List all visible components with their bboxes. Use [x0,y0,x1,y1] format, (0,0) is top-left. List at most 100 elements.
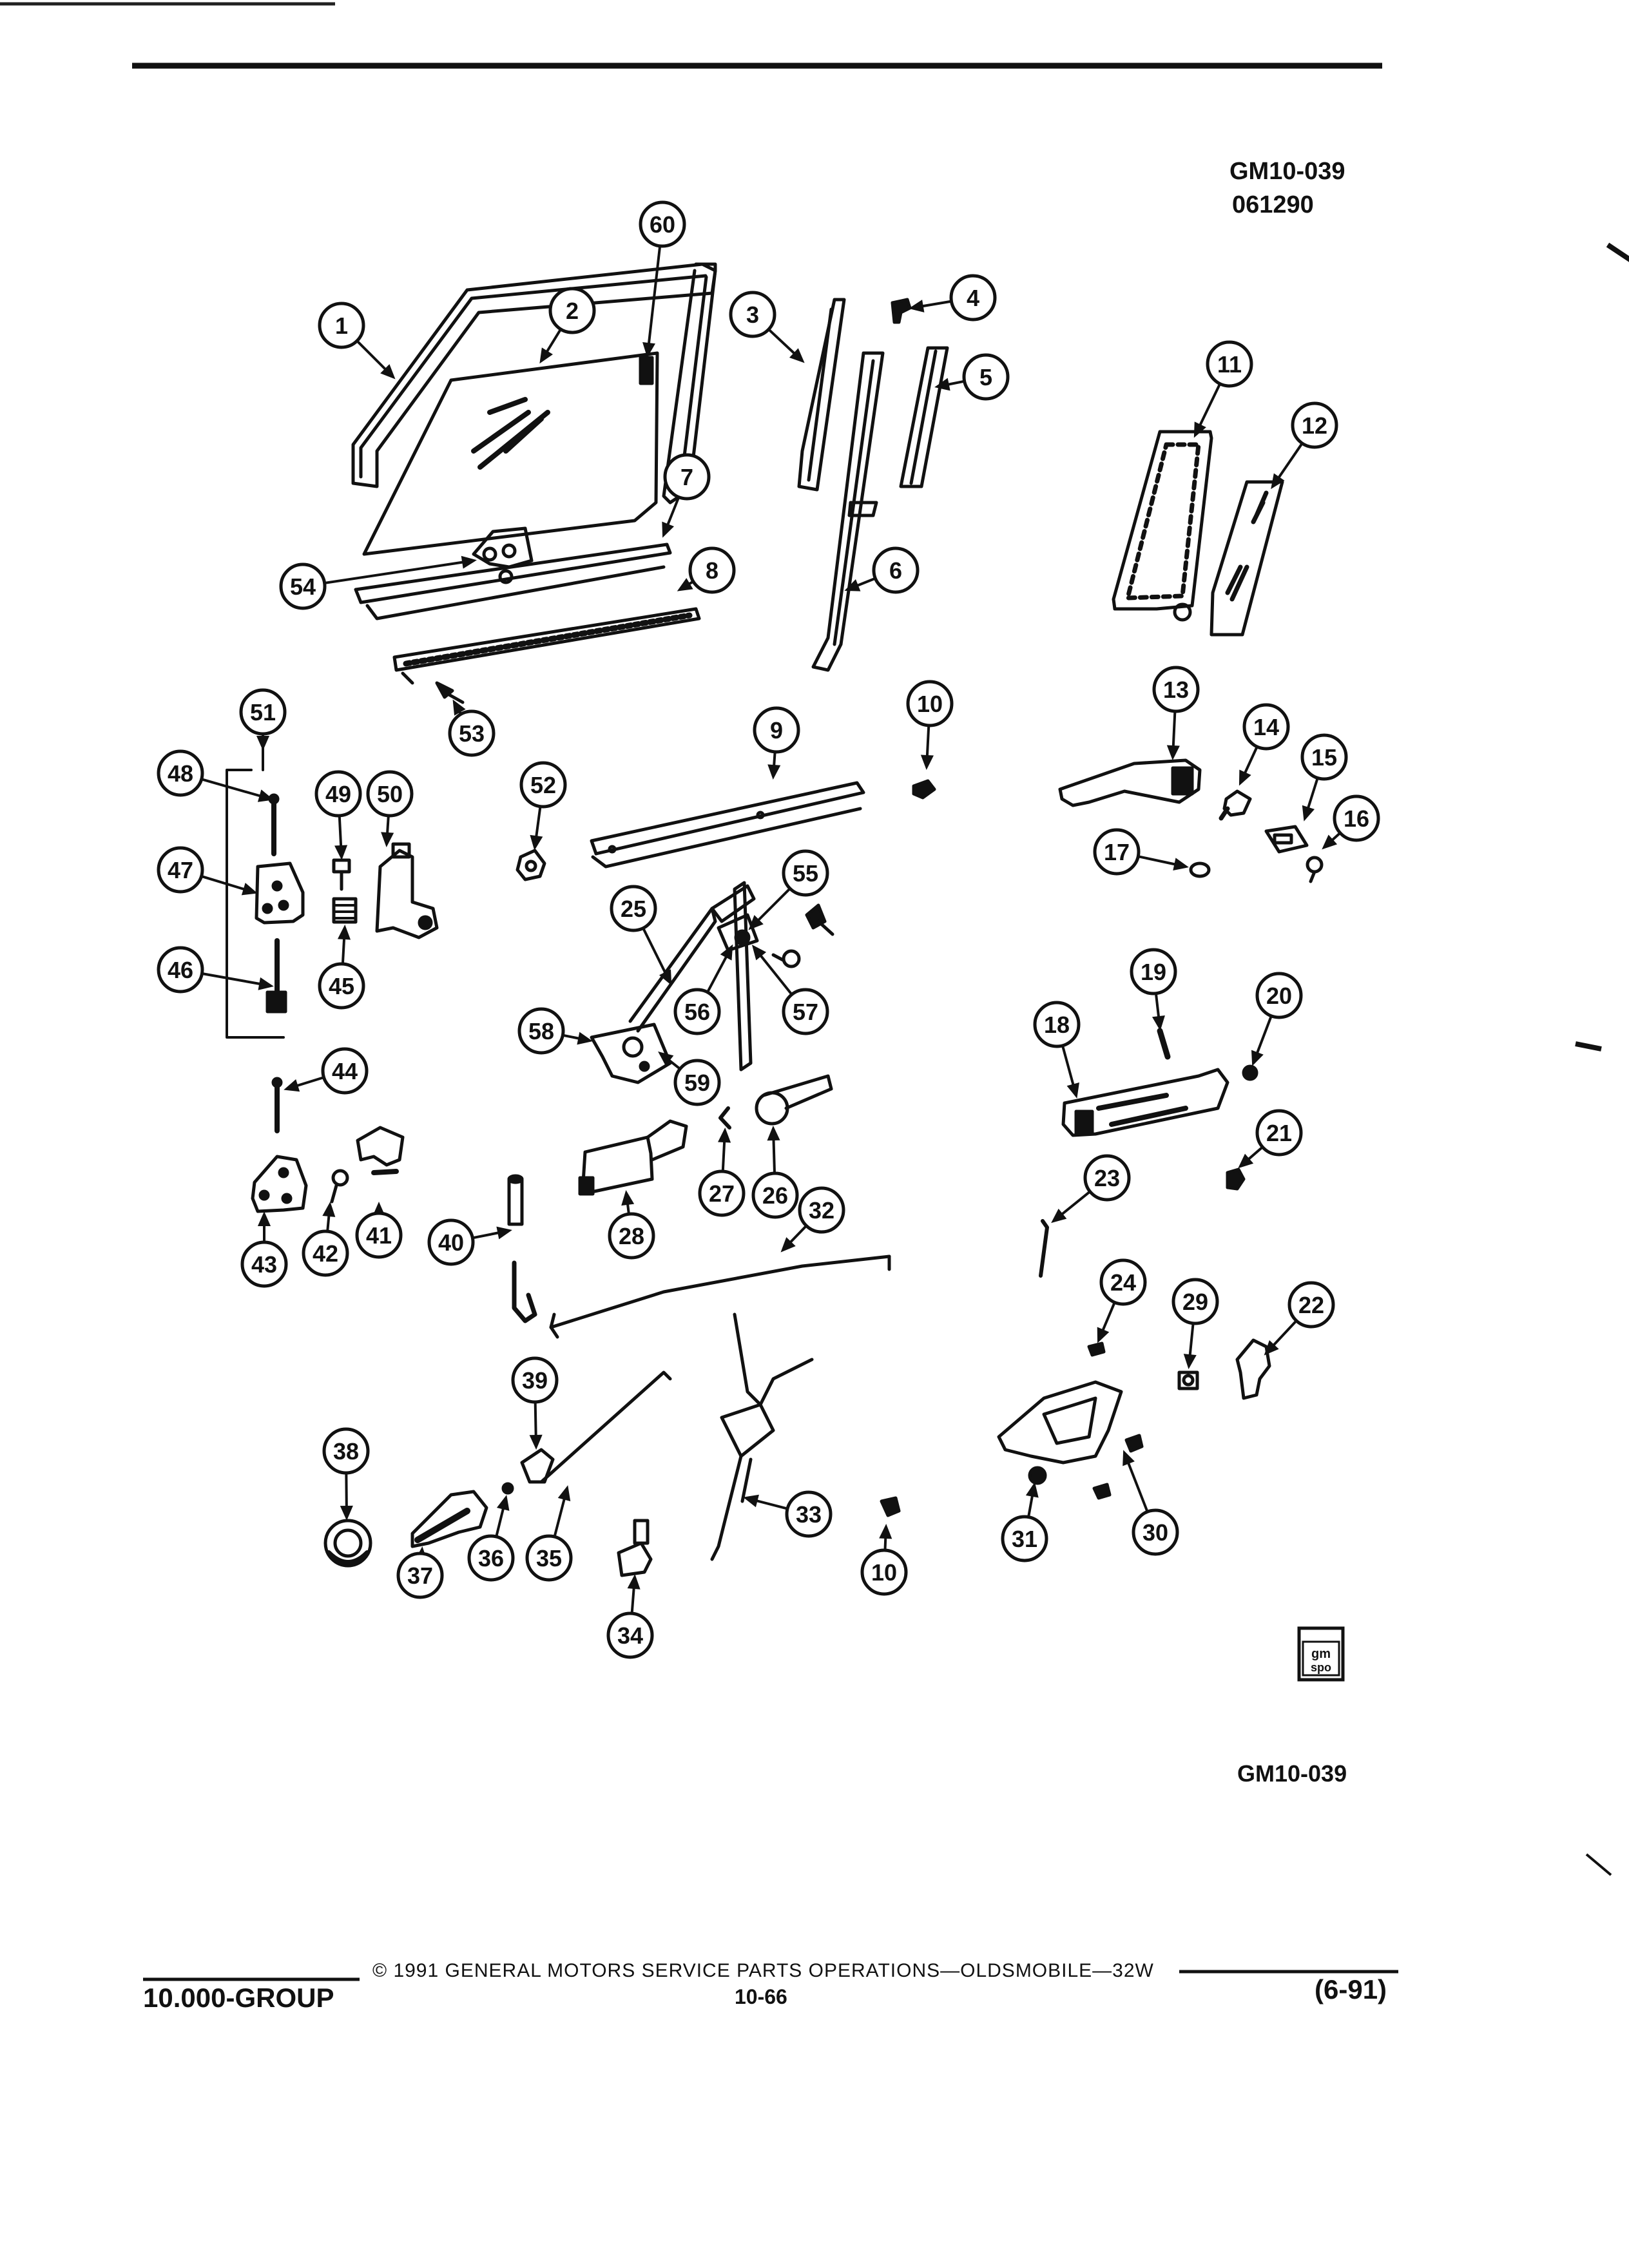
callout-number: 29 [1182,1289,1208,1315]
callout-number: 22 [1298,1292,1324,1318]
callout-circle [1132,1508,1179,1556]
callout-number: 4 [967,285,979,311]
part-40-pin [507,1174,524,1226]
callout-circle [314,770,362,818]
callout-arrowhead [1152,1015,1165,1031]
callout-number: 30 [1142,1519,1168,1546]
callout-number: 53 [459,720,485,747]
callout-number: 8 [706,557,718,584]
callout-number: 14 [1253,714,1279,740]
callout-circle [608,1212,655,1260]
callout-19: 19 [1130,948,1177,1031]
callout-arrowhead [718,1128,731,1143]
callout-50: 50 [366,770,414,847]
part-47-upper-hinge [255,861,305,925]
part-28-regulator-motor [578,1119,688,1196]
callout-1: 1 [318,302,396,380]
callout-number: 24 [1110,1269,1136,1296]
callout-number: 10 [917,691,943,717]
part-38-grommet [323,1519,372,1568]
footer-group: 10.000-GROUP [143,1983,334,2013]
callout-26: 26 [751,1126,799,1219]
callout-10: 10 [860,1524,908,1596]
callout-circle [157,749,204,797]
callout-arrowhead [662,521,675,538]
callout-arrowhead [1166,745,1180,760]
part-57-nut [771,949,801,968]
callout-42: 42 [302,1202,349,1277]
callout-circle [949,274,997,322]
part-39-clip [520,1448,555,1484]
callout-arrowhead [337,925,351,940]
callout-number: 2 [566,298,579,324]
callout-circle [698,1169,746,1217]
callout-18: 18 [1033,1001,1081,1099]
callout-number: 59 [684,1070,710,1096]
callout-arrowhead [258,977,274,990]
callout-number: 57 [793,999,818,1025]
callout-23: 23 [1051,1154,1131,1224]
part-12-vent-glass [1210,480,1284,637]
callout-number: 40 [438,1229,464,1256]
callout-52: 52 [519,761,567,850]
part-2-door-glass [362,351,659,556]
callout-number: 7 [680,464,693,490]
callout-29: 29 [1171,1278,1219,1369]
callout-arrowhead [530,834,543,850]
callout-59: 59 [658,1051,721,1106]
part-37-inside-lock [410,1490,488,1548]
callout-arrowhead [1239,769,1251,786]
callout-leader [202,972,271,987]
callout-arrowhead [1264,1340,1279,1356]
callout-arrowhead [1183,1354,1197,1369]
part-8-outer-belt-strip [392,607,701,685]
footer-page-number: 10-66 [735,1985,787,2008]
part-55-regulator-sash [717,881,759,1072]
callout-39: 39 [511,1356,559,1450]
callout-number: 51 [250,699,276,726]
part-41-bracket [356,1126,405,1175]
part-29-striker [1177,1370,1199,1390]
callout-number: 54 [290,573,316,600]
callout-circle [1287,1281,1335,1329]
callout-circle [1152,666,1200,713]
part-48-hinge-pin [268,793,280,856]
callout-25: 25 [610,885,672,986]
part-14-rod-clip [1219,789,1252,821]
callout-16: 16 [1322,794,1380,850]
callout-9: 9 [753,706,800,780]
callout-arrowhead [257,789,274,802]
callout-10: 10 [906,680,954,770]
callout-number: 46 [168,957,193,983]
callout-37: 37 [396,1546,444,1599]
callout-arrowhead [496,1495,510,1511]
part-24-rod [1039,1219,1049,1278]
callout-arrowhead [1271,473,1285,490]
callout-number: 56 [684,999,710,1025]
callout-arrowhead [743,1494,759,1508]
callout-number: 10 [871,1559,897,1586]
callout-arrowhead [1173,858,1189,871]
callout-arrowhead [677,578,693,591]
callout-arrowhead [340,1505,353,1521]
callout-circle [240,1240,288,1288]
callout-circle [1291,401,1338,449]
part-15-gasket [1264,825,1309,854]
callout-circle [610,885,657,932]
part-45-spring [332,897,358,924]
callout-arrowhead [751,945,767,961]
part-11-vent-frame [1112,430,1213,622]
callout-15: 15 [1300,733,1348,822]
callout-number: 45 [329,973,354,999]
callout-circle [673,988,721,1035]
callout-number: 50 [377,781,403,807]
callout-circle [663,453,711,501]
callout-circle [782,849,829,897]
callout-30: 30 [1123,1450,1179,1556]
callout-number: 39 [522,1367,548,1394]
callout-circle [302,1229,349,1277]
callout-number: 33 [796,1501,822,1528]
callout-leader [324,559,474,584]
callout-arrowhead [380,364,396,380]
callout-circle [519,761,567,809]
